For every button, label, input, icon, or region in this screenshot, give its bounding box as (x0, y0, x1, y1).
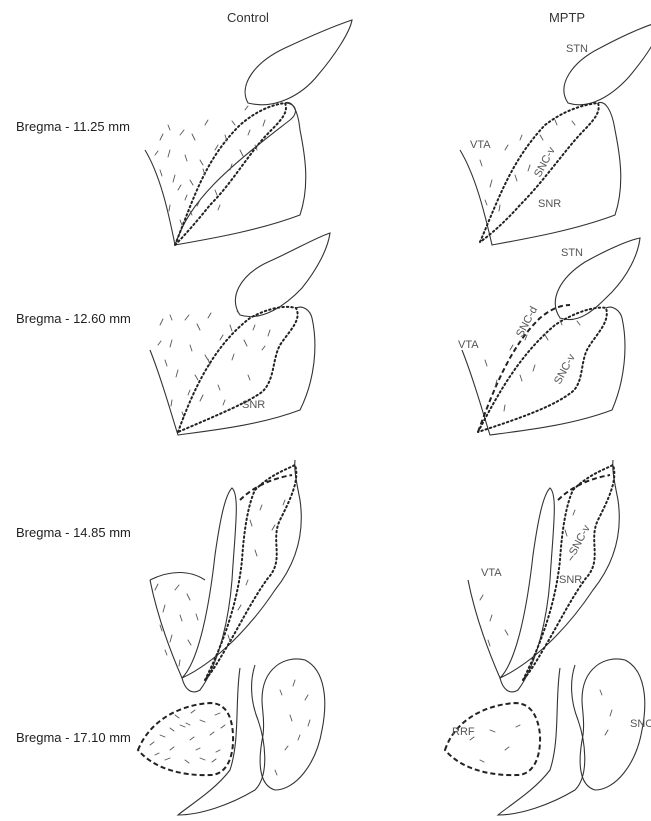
stn-outline (245, 20, 352, 105)
section-r4-mptp: RRF SNC (445, 659, 651, 815)
midbrain-outline (150, 460, 301, 678)
region-label-snc-d: SNC-d (514, 305, 540, 340)
region-label-snc-v: SNC-v (567, 523, 593, 558)
column-title-control: Control (227, 10, 269, 25)
column-title-mptp: MPTP (549, 10, 585, 25)
region-label-vta: VTA (470, 139, 491, 151)
section-r3-control (150, 460, 301, 692)
region-label-stn: STN (566, 43, 588, 55)
row-label-bregma-14-85: Bregma - 14.85 mm (16, 525, 131, 540)
row-label-bregma-17-10: Bregma - 17.10 mm (16, 730, 131, 745)
snc-border-dotted (523, 465, 614, 680)
row-label-bregma-12-60: Bregma - 12.60 mm (16, 311, 131, 326)
region-label-rrf: RRF (452, 726, 475, 738)
region-label-stn: STN (561, 247, 583, 259)
section-r1-control (145, 20, 352, 245)
region-label-snr: SNR (242, 399, 265, 411)
vta-outline (150, 573, 205, 581)
section-r1-mptp: STN VTA SNC-v SNR (460, 22, 651, 245)
snc-border-dotted (205, 465, 296, 680)
region-label-vta: VTA (458, 339, 479, 351)
midbrain-outline (150, 307, 315, 435)
section-r4-control (138, 659, 325, 815)
region-label-snr: SNR (538, 198, 561, 210)
stn-outline (564, 22, 651, 105)
region-label-snc-v: SNC-v (552, 352, 578, 387)
crus-outline (178, 665, 265, 815)
region-label-snr: SNR (559, 574, 582, 586)
row-label-bregma-11-25: Bregma - 11.25 mm (16, 119, 130, 134)
snc-inner-dashed (558, 475, 610, 500)
crus-outline (498, 665, 585, 815)
region-label-snc: SNC (630, 718, 651, 730)
section-r2-mptp: STN SNC-d VTA SNC-v (458, 238, 640, 435)
rrf-border-dashed (445, 703, 540, 775)
section-r3-mptp: VTA SNC-v SNR (468, 460, 619, 692)
sn-outline (260, 659, 325, 790)
snc-border-dotted (178, 307, 298, 432)
snc-border-dotted (175, 103, 286, 245)
stn-outline (235, 233, 330, 317)
region-label-snc-v: SNC-v (532, 145, 558, 180)
cell-ticks (470, 690, 612, 762)
region-label-vta: VTA (481, 567, 502, 579)
snc-border-dotted (478, 308, 607, 432)
snc-inner-dashed (240, 475, 292, 500)
section-r2-control: SNR (150, 233, 330, 435)
